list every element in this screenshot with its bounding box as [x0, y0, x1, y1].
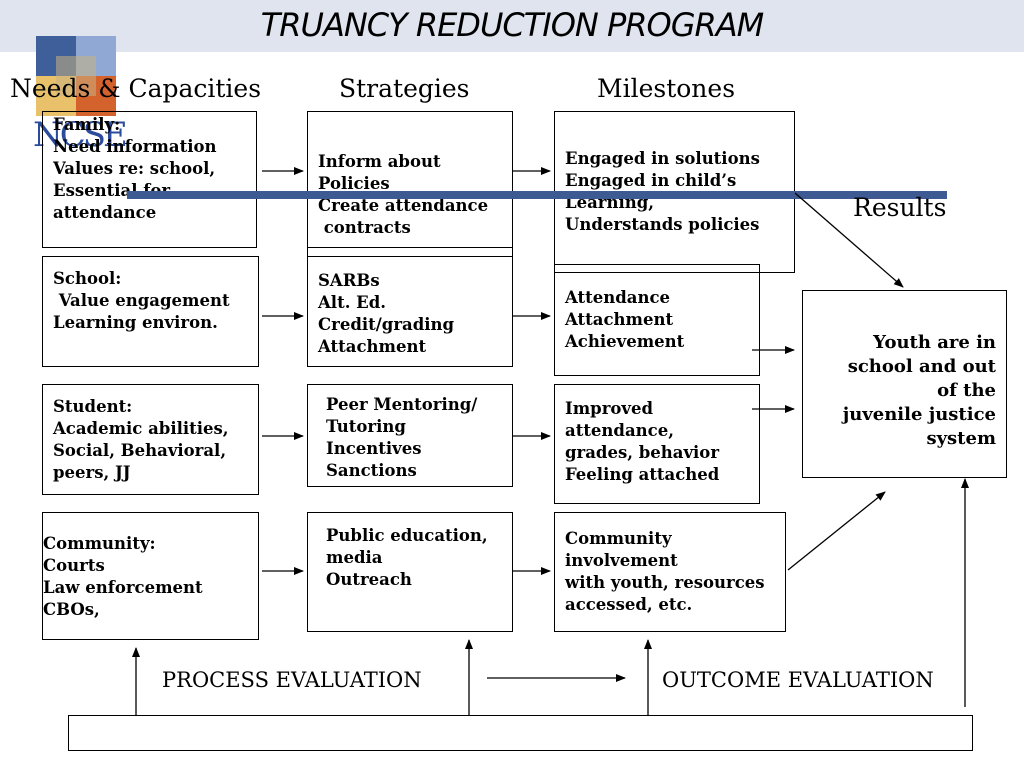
needs-school-text: School: Value engagement Learning enviro…	[53, 269, 230, 332]
milestone-box-attendance: Attendance Attachment Achievement	[554, 264, 760, 376]
milestone-community-text: Community involvement with youth, resour…	[565, 529, 765, 614]
logo-text: NCSE	[33, 115, 128, 155]
result-text: Youth are in school and out of the juven…	[842, 332, 996, 449]
needs-community-text: Community: Courts Law enforcement CBOs,	[43, 534, 203, 619]
needs-student-text: Student: Academic abilities, Social, Beh…	[53, 397, 229, 482]
strategy-outreach-text: Public education, media Outreach	[326, 526, 488, 589]
strategy-box-inform: Inform about Policies Create attendance …	[307, 111, 513, 257]
strategy-sarbs-text: SARBs Alt. Ed. Credit/grading Attachment	[318, 271, 455, 356]
milestone-box-engaged: Engaged in solutions Engaged in child’s …	[554, 111, 795, 273]
strategy-box-outreach: Public education, media Outreach	[307, 512, 513, 632]
milestone-attendance-text: Attendance Attachment Achievement	[565, 288, 685, 351]
accent-bar	[127, 191, 947, 199]
column-strategies-heading: Strategies	[339, 74, 470, 103]
strategy-inform-text: Inform about Policies Create attendance …	[318, 152, 489, 237]
column-milestones-heading: Milestones	[597, 74, 736, 103]
needs-box-school: School: Value engagement Learning enviro…	[42, 256, 259, 367]
needs-box-community: Community: Courts Law enforcement CBOs,	[42, 512, 259, 640]
strategy-mentoring-text: Peer Mentoring/ Tutoring Incentives Sanc…	[326, 395, 478, 480]
milestone-box-improved: Improved attendance, grades, behavior Fe…	[554, 384, 760, 504]
milestone-engaged-text: Engaged in solutions Engaged in child’s …	[565, 149, 760, 234]
process-evaluation-label: PROCESS EVALUATION	[162, 668, 422, 692]
needs-box-student: Student: Academic abilities, Social, Beh…	[42, 384, 259, 495]
arrow-milestone-result-1	[794, 192, 904, 288]
logo-cube-icon	[36, 36, 116, 116]
page-title: TRUANCY REDUCTION PROGRAM	[260, 6, 764, 44]
outcome-evaluation-label: OUTCOME EVALUATION	[662, 668, 934, 692]
evaluation-base-box	[68, 715, 973, 751]
result-box: Youth are in school and out of the juven…	[802, 290, 1007, 478]
arrow-milestone-result-4	[787, 491, 886, 571]
strategy-box-mentoring: Peer Mentoring/ Tutoring Incentives Sanc…	[307, 384, 513, 487]
milestone-improved-text: Improved attendance, grades, behavior Fe…	[565, 399, 720, 484]
column-needs-heading: Needs & Capacities	[10, 74, 262, 103]
milestone-box-community: Community involvement with youth, resour…	[554, 512, 786, 632]
title-band	[0, 0, 1024, 52]
ncse-logo: NCSE	[33, 33, 128, 155]
strategy-box-sarbs: SARBs Alt. Ed. Credit/grading Attachment	[307, 247, 513, 367]
results-heading: Results	[853, 193, 947, 222]
